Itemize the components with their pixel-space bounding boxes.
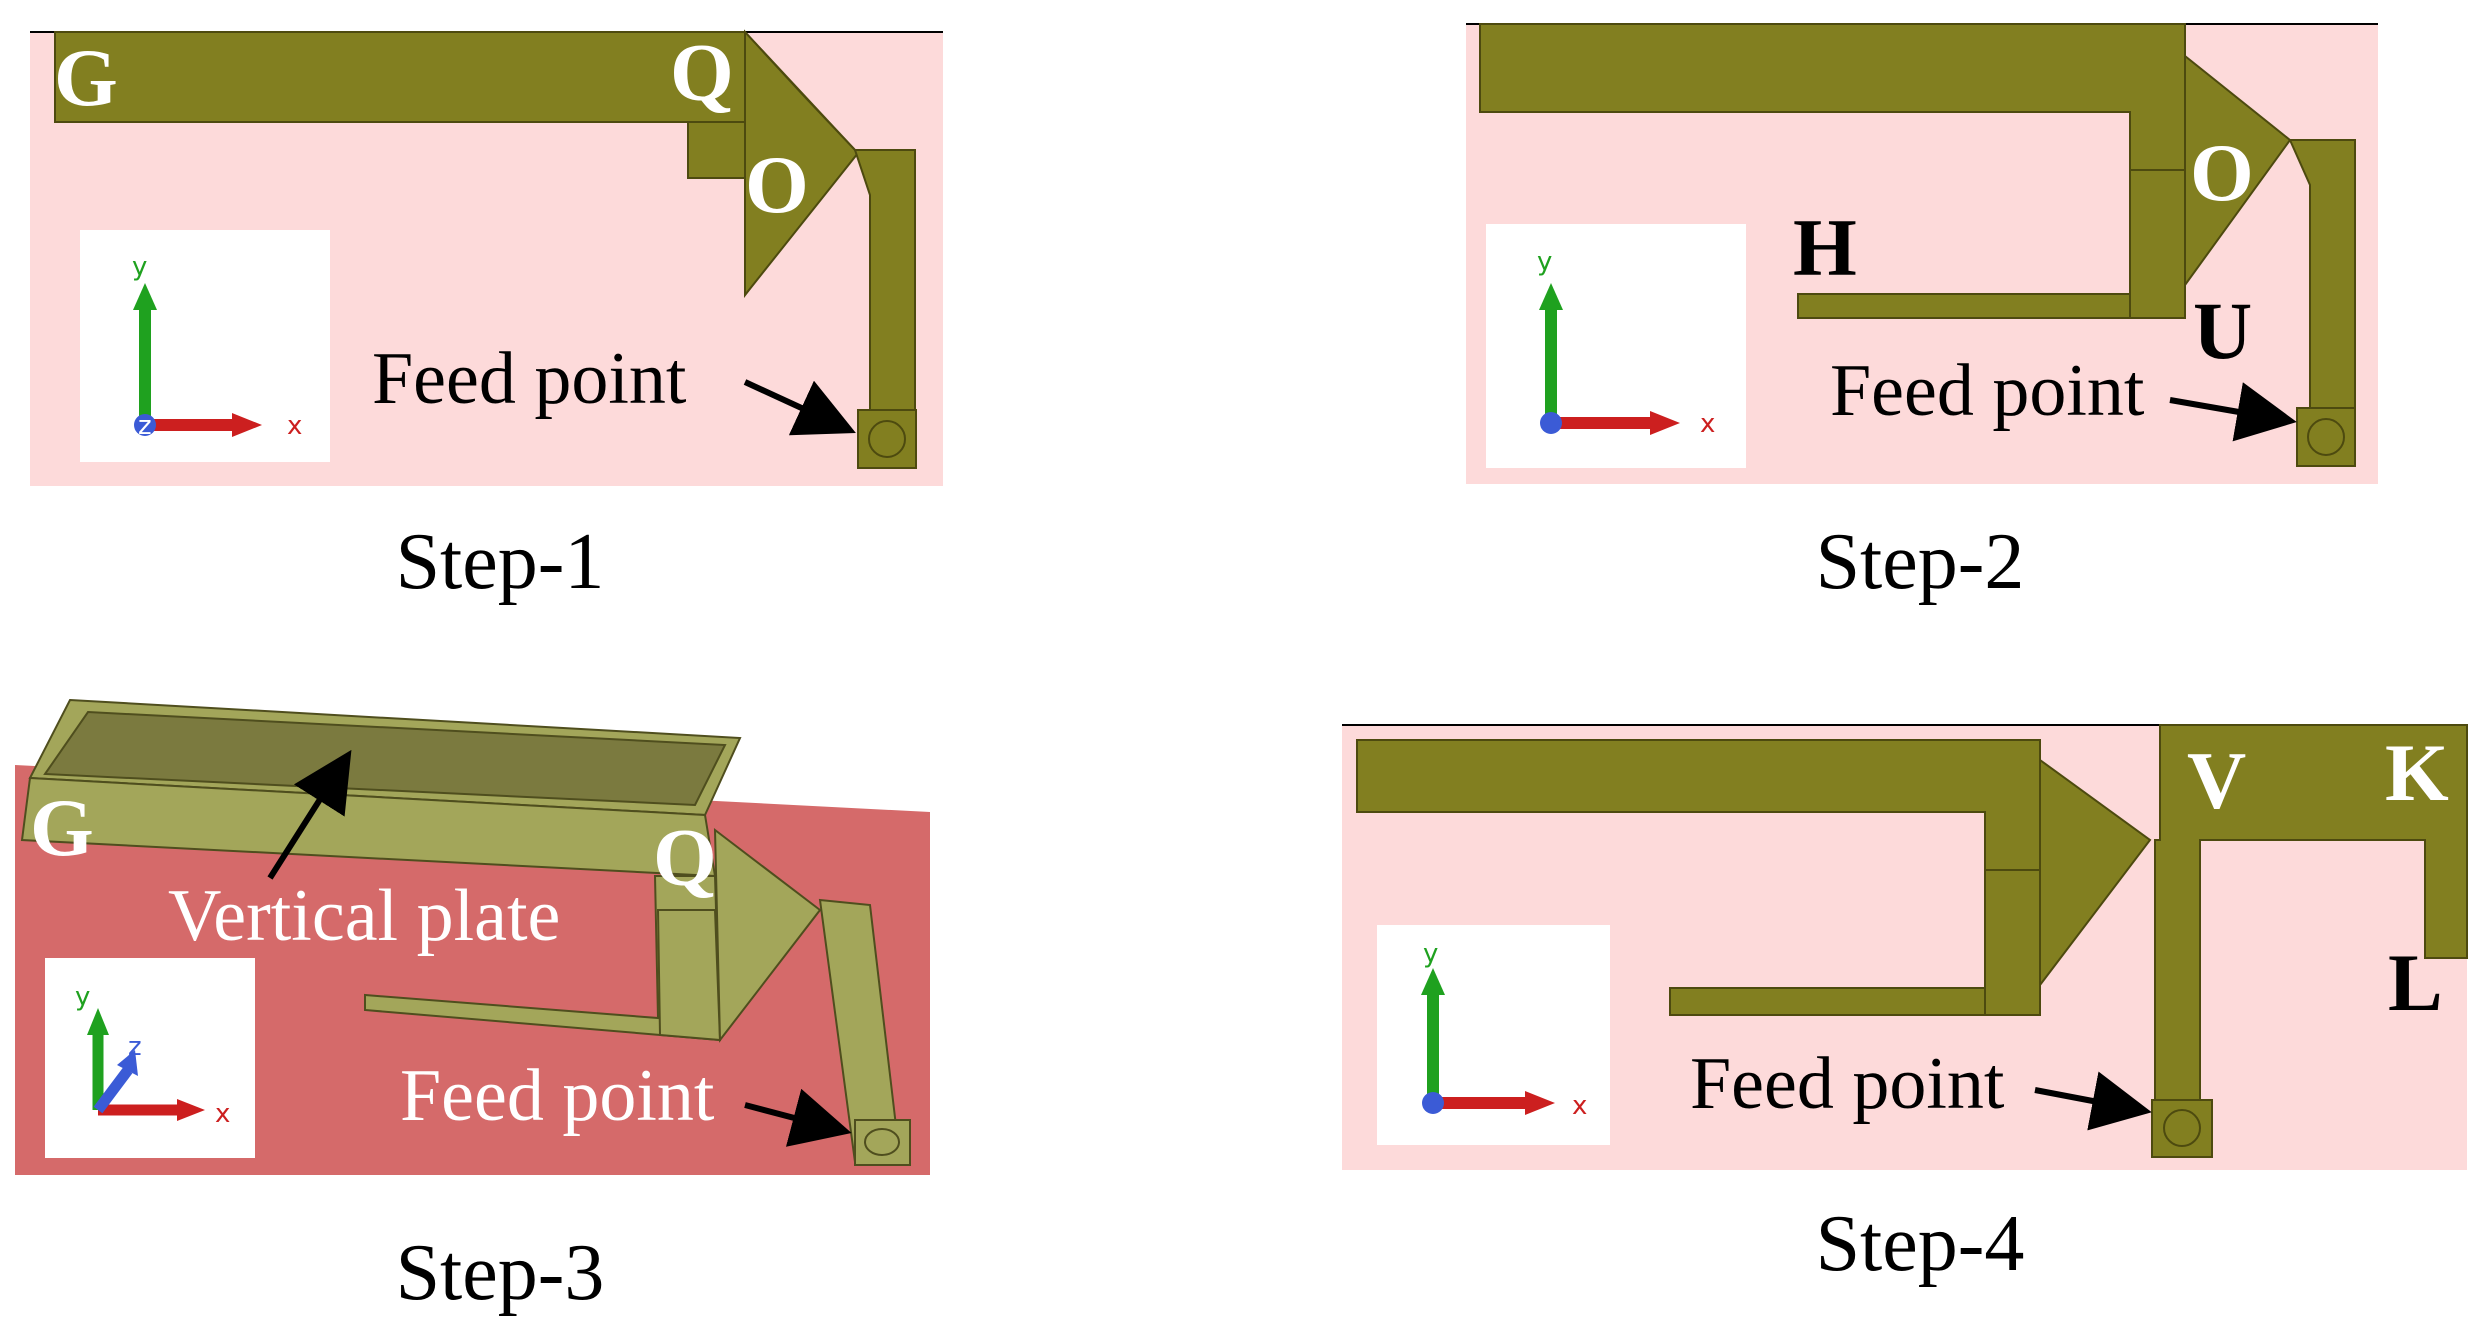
label-O: O — [745, 139, 809, 230]
svg-text:x: x — [1700, 409, 1715, 439]
step-2-caption: Step-2 — [1815, 518, 2025, 606]
label-O: O — [2190, 127, 2254, 218]
feed-point-label: Feed point — [372, 338, 687, 420]
step-3-caption: Step-3 — [395, 1229, 605, 1317]
svg-text:y: y — [1537, 247, 1552, 277]
label-G: G — [54, 32, 118, 123]
label-V: V — [2187, 735, 2246, 826]
step-4-axes-icon: y x — [1377, 925, 1610, 1145]
step-3-axes-icon: y z x — [45, 958, 255, 1158]
step-2-axes-icon: y x — [1486, 224, 1746, 468]
feed-point-label: Feed point — [400, 1055, 715, 1137]
step-1-axes-icon: y x z — [80, 230, 330, 462]
axis-z-label: z — [138, 411, 152, 441]
step-2-panel: y x H O U Feed point — [1466, 23, 2378, 484]
feed-point-label: Feed point — [1830, 350, 2145, 432]
step-4-panel: y x V K L Feed point — [1342, 724, 2468, 1170]
label-L: L — [2388, 937, 2443, 1028]
svg-text:y: y — [1423, 939, 1438, 969]
svg-text:x: x — [1572, 1091, 1587, 1121]
label-H: H — [1793, 202, 1857, 293]
label-Q: Q — [670, 27, 734, 118]
vertical-plate-label: Vertical plate — [168, 875, 560, 957]
axis-x-label: x — [287, 411, 302, 441]
step-1-caption: Step-1 — [395, 518, 605, 606]
svg-text:y: y — [75, 982, 90, 1012]
svg-text:z: z — [128, 1032, 142, 1062]
step-1-antenna — [54, 29, 917, 469]
step-3-antenna — [20, 698, 911, 1166]
step-1-panel: y x z G Q O Feed point — [30, 27, 943, 486]
feed-point-label: Feed point — [1690, 1043, 2005, 1125]
step-4-antenna — [1356, 724, 2468, 1158]
step-3-panel: y z x G Q Vertical plate Feed point — [15, 698, 930, 1175]
step-4-caption: Step-4 — [1815, 1200, 2025, 1288]
step-2-antenna — [1479, 23, 2356, 467]
label-Q: Q — [653, 812, 717, 903]
label-K: K — [2385, 727, 2449, 818]
axis-y-label: y — [132, 252, 147, 282]
label-G: G — [30, 782, 94, 873]
svg-text:x: x — [215, 1099, 230, 1129]
label-U: U — [2193, 285, 2252, 376]
